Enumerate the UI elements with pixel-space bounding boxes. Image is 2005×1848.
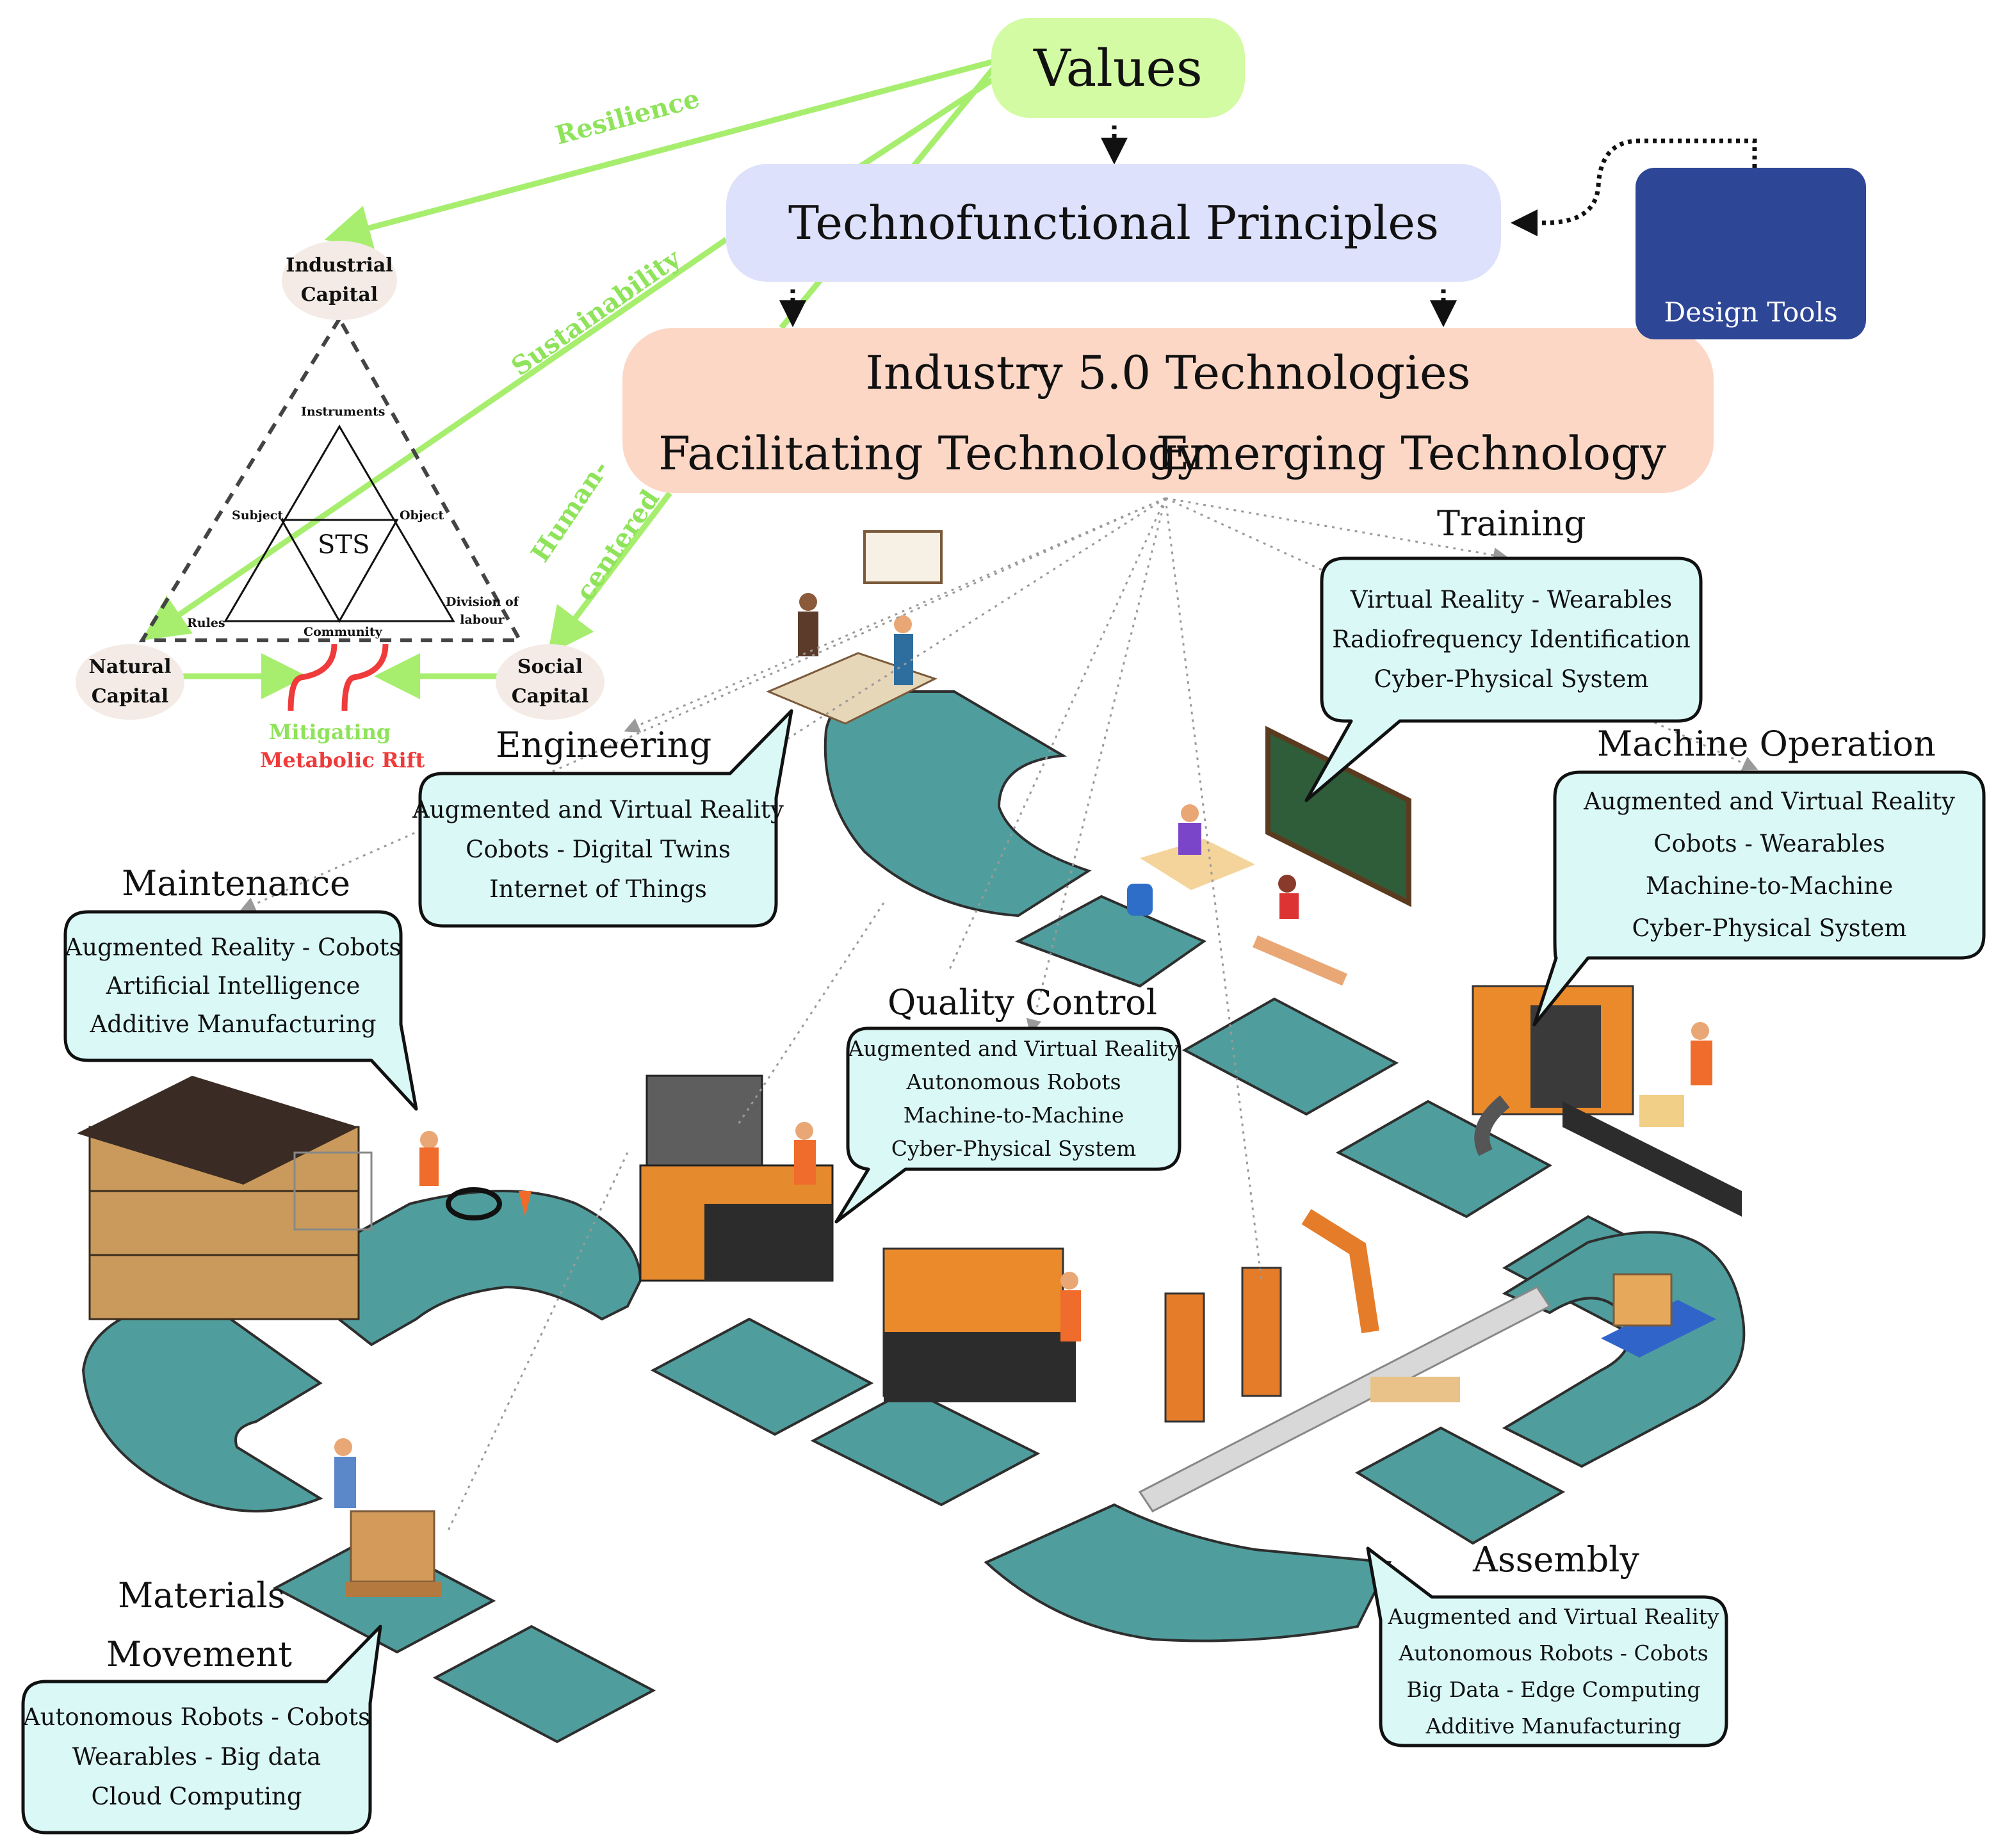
principles-label: Technofunctional Principles	[788, 196, 1439, 250]
assembly-item: Big Data - Edge Computing	[1406, 1677, 1701, 1702]
social-capital-line1: Social	[517, 656, 583, 678]
training-classroom	[1127, 725, 1411, 986]
maintenance-item: Artificial Intelligence	[106, 972, 361, 1000]
sts-division-line1: Division of	[446, 595, 519, 609]
engineering-item: Cobots - Digital Twins	[466, 836, 731, 863]
machine-item: Machine-to-Machine	[1645, 872, 1894, 900]
natural-capital-node: Natural Capital	[76, 644, 184, 720]
engineering-bubble	[418, 709, 793, 928]
warehouse-shelves	[77, 1076, 373, 1320]
engineering-tech-list: Augmented and Virtual Reality Cobots - D…	[412, 774, 784, 926]
materials-pallet	[334, 1438, 442, 1597]
assembly-bubble	[1366, 1546, 1728, 1747]
materials-item: Wearables - Big data	[72, 1743, 321, 1771]
quality-item: Cyber-Physical System	[891, 1136, 1137, 1161]
quality-item: Augmented and Virtual Reality	[848, 1036, 1180, 1061]
social-capital-node: Social Capital	[496, 644, 605, 720]
engineering-title: Engineering	[496, 725, 712, 765]
machine-operation-title: Machine Operation	[1597, 724, 1936, 764]
technologies-title: Industry 5.0 Technologies	[865, 346, 1471, 400]
machine-tech-list: Augmented and Virtual Reality Cobots - W…	[1555, 772, 1984, 958]
assembly-item: Additive Manufacturing	[1425, 1714, 1682, 1739]
machine-item: Augmented and Virtual Reality	[1584, 788, 1955, 815]
metabolic-rift-label: Metabolic Rift	[260, 748, 425, 772]
industrial-capital-line2: Capital	[300, 284, 378, 306]
design-tools-label: Design Tools	[1664, 296, 1838, 328]
maintenance-item: Additive Manufacturing	[90, 1010, 377, 1038]
sts-object-label: Object	[400, 508, 444, 523]
machine-item: Cobots - Wearables	[1653, 830, 1885, 857]
emerging-technology-label: Emerging Technology	[1156, 426, 1666, 480]
maintenance-worker	[419, 1131, 532, 1220]
quality-item: Machine-to-Machine	[903, 1103, 1124, 1128]
sts-division-line2: labour	[460, 613, 505, 627]
machine-item: Cyber-Physical System	[1632, 914, 1907, 942]
training-title: Training	[1437, 503, 1586, 544]
sts-instruments-label: Instruments	[301, 405, 386, 419]
industrial-capital-line1: Industrial	[286, 254, 393, 277]
training-item: Radiofrequency Identification	[1332, 626, 1691, 653]
industrial-capital-node: Industrial Capital	[282, 241, 397, 320]
flow-arrows	[779, 126, 1757, 327]
natural-capital-line2: Capital	[91, 685, 169, 708]
quality-control-title: Quality Control	[888, 982, 1158, 1023]
quality-press	[639, 1074, 834, 1282]
maintenance-item: Augmented Reality - Cobots	[65, 934, 402, 961]
movement-title: Movement	[106, 1634, 292, 1674]
materials-bubble	[21, 1625, 382, 1835]
machine-bubble	[1532, 770, 1986, 1026]
social-capital-line2: Capital	[511, 685, 589, 708]
training-item: Cyber-Physical System	[1374, 665, 1649, 693]
materials-item: Cloud Computing	[91, 1783, 302, 1810]
engineering-item: Augmented and Virtual Reality	[412, 796, 784, 823]
maintenance-bubble	[63, 910, 418, 1111]
quality-tech-list: Augmented and Virtual Reality Autonomous…	[848, 1028, 1180, 1169]
engineering-desk	[766, 530, 943, 725]
maintenance-tech-list: Augmented Reality - Cobots Artificial In…	[65, 912, 402, 1060]
materials-item: Autonomous Robots - Cobots	[22, 1703, 371, 1731]
metabolic-rift-icon	[288, 644, 389, 711]
facilitating-technology-label: Facilitating Technology	[658, 426, 1204, 480]
maintenance-title: Maintenance	[122, 863, 351, 904]
design-tools-box: Design Tools	[1636, 168, 1866, 339]
training-bubble	[1304, 556, 1703, 802]
materials-title: Materials	[118, 1575, 286, 1616]
industry-technologies-box: Industry 5.0 Technologies Facilitating T…	[622, 328, 1714, 493]
sts-rules-label: Rules	[187, 616, 225, 630]
sts-division-label: Division of labour	[446, 593, 519, 629]
materials-tech-list: Autonomous Robots - Cobots Wearables - B…	[23, 1682, 370, 1833]
training-tech-list: Virtual Reality - Wearables Radiofrequen…	[1322, 558, 1701, 721]
sts-subject-label: Subject	[232, 508, 284, 523]
quality-bubble	[834, 1026, 1181, 1224]
assembly-item: Augmented and Virtual Reality	[1388, 1604, 1719, 1629]
sts-center-label: STS	[318, 530, 370, 560]
assembly-line	[882, 1209, 1716, 1512]
mitigating-label: Mitigating	[269, 720, 391, 744]
natural-capital-line1: Natural	[88, 656, 172, 678]
assembly-item: Autonomous Robots - Cobots	[1399, 1641, 1709, 1666]
engineering-item: Internet of Things	[489, 875, 707, 903]
sts-community-label: Community	[304, 625, 382, 639]
values-box: Values	[991, 18, 1245, 118]
technofunctional-principles-box: Technofunctional Principles	[726, 164, 1501, 282]
sts-triangle	[138, 315, 524, 642]
assembly-title: Assembly	[1473, 1539, 1639, 1580]
quality-item: Autonomous Robots	[906, 1069, 1121, 1094]
speech-bubbles	[21, 556, 1986, 1835]
training-item: Virtual Reality - Wearables	[1350, 586, 1673, 613]
values-label: Values	[1034, 38, 1203, 98]
machine-operation-unit	[1472, 985, 1742, 1217]
assembly-tech-list: Augmented and Virtual Reality Autonomous…	[1381, 1597, 1726, 1746]
